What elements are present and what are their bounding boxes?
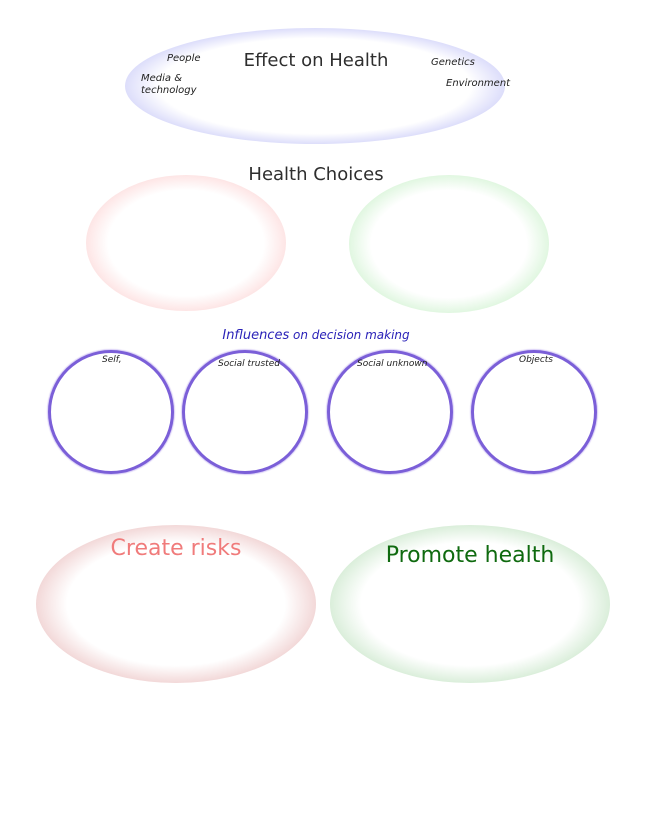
influence-social-trusted-circle xyxy=(182,350,308,474)
influence-social-trusted-label: Social trusted xyxy=(218,359,280,369)
influences-title: Influences on decision making xyxy=(0,329,632,342)
factor-environment-label: Environment xyxy=(446,78,511,89)
influence-self-label: Self, xyxy=(102,355,122,365)
effect-on-health-title: Effect on Health xyxy=(243,50,389,71)
influence-objects-label: Objects xyxy=(519,355,554,365)
create-risks-title: Create risks xyxy=(110,536,242,561)
promote-health-title: Promote health xyxy=(385,543,555,568)
health-choices-title: Health Choices xyxy=(248,164,384,185)
effect-on-health-ellipse xyxy=(125,28,505,144)
influence-social-unknown-circle xyxy=(327,350,453,474)
promote-health-ellipse xyxy=(330,525,610,683)
influence-social-unknown-label: Social unknown xyxy=(357,359,428,369)
factor-media-technology-label: Media & technology xyxy=(141,73,197,96)
influences-title-rest: on decision making xyxy=(289,328,410,342)
influence-self-circle xyxy=(48,350,174,474)
influence-objects-circle xyxy=(471,350,597,474)
factor-people-label: People xyxy=(167,53,201,64)
factor-genetics-label: Genetics xyxy=(431,57,475,68)
create-risks-ellipse xyxy=(36,525,316,683)
influences-title-main: Influences xyxy=(222,328,290,343)
health-choice-left-ellipse xyxy=(86,175,286,311)
health-choice-right-ellipse xyxy=(349,175,549,313)
